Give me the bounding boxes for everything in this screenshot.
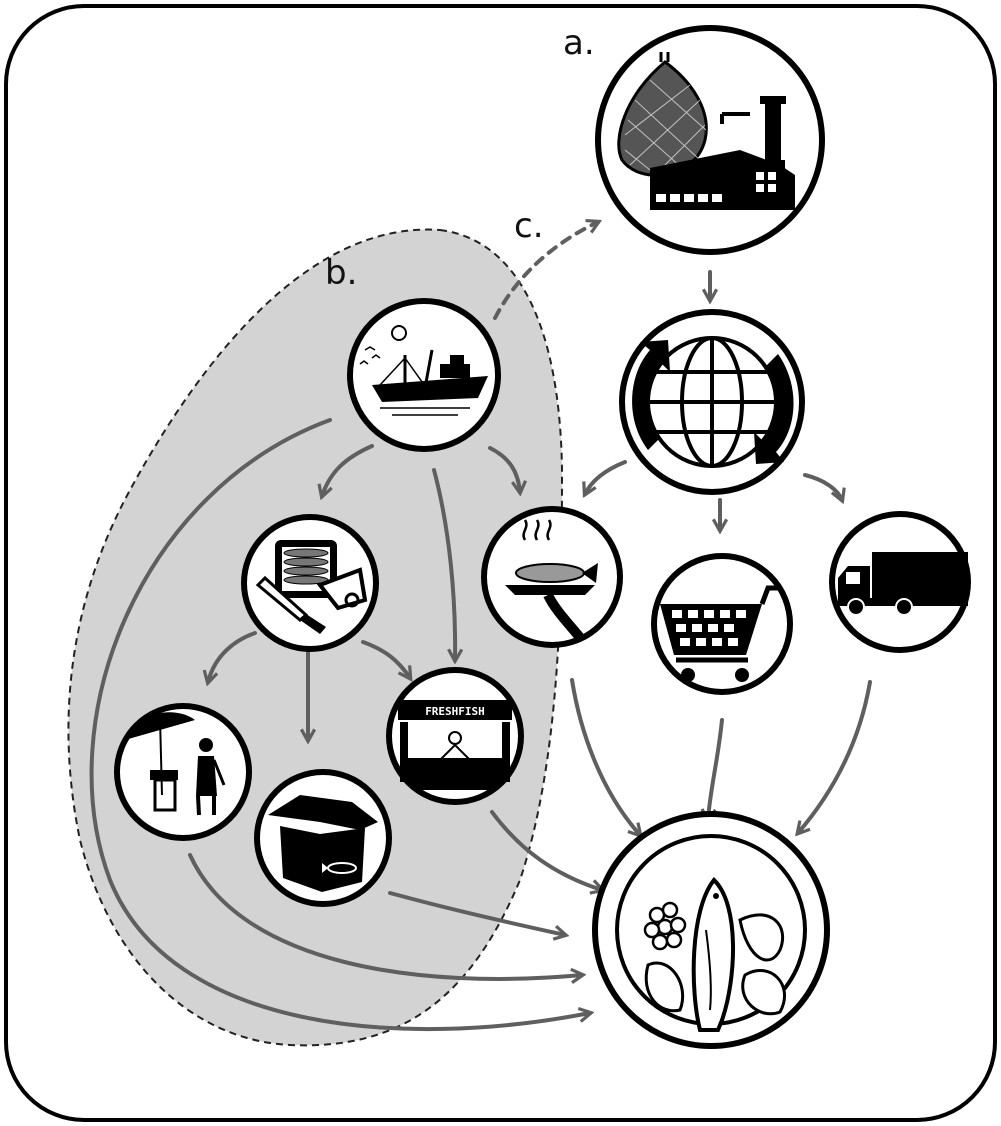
- arrow-globe-to-restaurant: [585, 460, 627, 494]
- arrow-vessel-to-processing: [322, 444, 374, 496]
- street-vendor-with-umbrella-icon: [114, 703, 252, 841]
- arrow-market-to-plate: [490, 810, 602, 890]
- label-c: c.: [514, 206, 544, 246]
- arrow-vessel-to-factory: [493, 222, 598, 320]
- arrow-vessel-to-market: [432, 468, 455, 660]
- fish-box-icon: [254, 769, 392, 907]
- shopping-cart-icon: [651, 553, 793, 695]
- delivery-truck-icon: [829, 511, 971, 653]
- arrow-vessel-to-plate-outer: [89, 418, 590, 1032]
- served-fish-platter-icon: [481, 506, 623, 648]
- arrow-truck-to-plate: [798, 680, 872, 833]
- label-a: a.: [563, 23, 595, 63]
- arrow-processing-to-market: [361, 640, 410, 678]
- globe-with-circular-arrows-icon: [619, 309, 805, 495]
- arrow-restaurant-to-plate: [570, 678, 640, 835]
- arrow-vendor-to-plate: [188, 853, 582, 979]
- plate-of-seafood-icon: [592, 811, 830, 1049]
- arrow-globe-to-truck: [803, 473, 842, 500]
- arrow-cart-to-plate: [708, 718, 724, 820]
- fishing-boat-icon: [347, 298, 501, 452]
- market-stall-sign: FRESHFISH: [425, 705, 485, 718]
- fishing-net-and-factory-icon: [595, 25, 825, 255]
- label-b: b.: [325, 253, 358, 293]
- fresh-fish-market-stall-icon: FRESHFISH: [386, 667, 524, 805]
- canned-sardines-and-knife-icon: [241, 514, 379, 652]
- arrow-vessel-to-restaurant: [488, 446, 520, 492]
- flow-arrows: [89, 222, 872, 1032]
- arrow-processing-to-vendor: [208, 631, 257, 682]
- arrow-box-to-plate: [388, 891, 565, 935]
